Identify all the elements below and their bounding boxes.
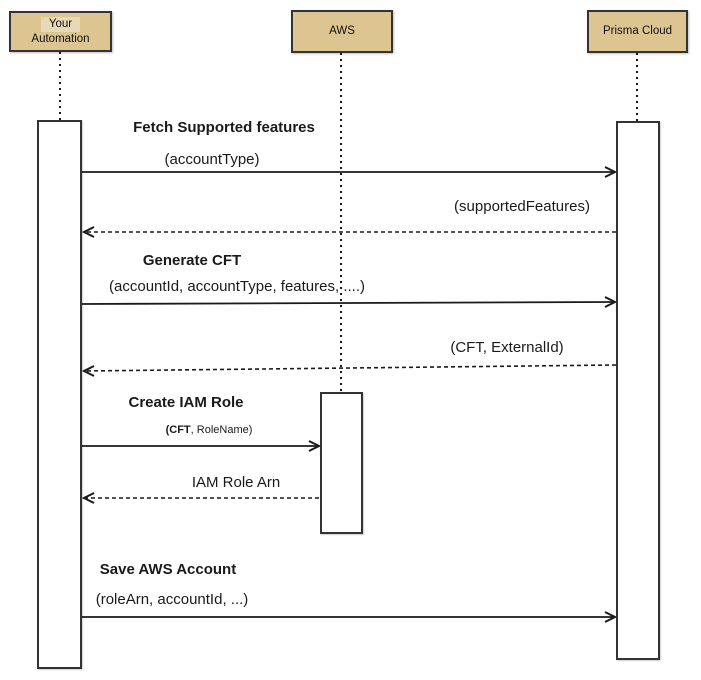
- activation-your-automation: [37, 120, 82, 669]
- actor-label-aws: AWS: [329, 25, 355, 38]
- message-5-arrowhead: [308, 440, 322, 452]
- activation-prisma-cloud: [616, 121, 660, 660]
- message-4-label: (CFT, ExternalId): [450, 339, 564, 356]
- actor-box-your-automation: Your Automation: [9, 11, 112, 52]
- message-1-params: (accountType): [164, 151, 260, 168]
- actor-box-aws: AWS: [291, 10, 393, 53]
- message-6-arrowhead: [81, 492, 95, 504]
- actor-label-your-automation-line1: Your: [40, 17, 81, 32]
- message-5-title: Create IAM Role: [128, 394, 244, 411]
- message-3-arrowhead: [604, 296, 618, 308]
- actor-label-your-automation-line2: Automation: [31, 32, 90, 45]
- message-2-arrowhead: [81, 226, 95, 238]
- message-7-arrowhead: [604, 611, 618, 623]
- activation-aws: [320, 392, 363, 534]
- message-1-title: Fetch Supported features: [133, 119, 315, 136]
- message-5-params: (CFT, RoleName): [166, 424, 253, 436]
- message-4-arrowhead: [81, 365, 95, 377]
- message-3-arrow: [81, 301, 616, 305]
- message-4-arrow: [83, 364, 617, 372]
- message-2-label: (supportedFeatures): [454, 198, 590, 215]
- message-7-params: (roleArn, accountId, ...): [95, 591, 249, 608]
- message-3-title: Generate CFT: [142, 252, 242, 269]
- message-6-label: IAM Role Arn: [191, 474, 281, 491]
- actor-box-prisma-cloud: Prisma Cloud: [587, 10, 688, 53]
- message-5-params-rest: , RoleName): [190, 424, 253, 436]
- message-5-params-bold: (CFT: [165, 424, 191, 436]
- message-3-params: (accountId, accountType, features, ....): [109, 278, 365, 295]
- message-7-title: Save AWS Account: [99, 561, 237, 578]
- message-1-arrowhead: [604, 166, 618, 178]
- actor-label-prisma-cloud: Prisma Cloud: [602, 25, 673, 38]
